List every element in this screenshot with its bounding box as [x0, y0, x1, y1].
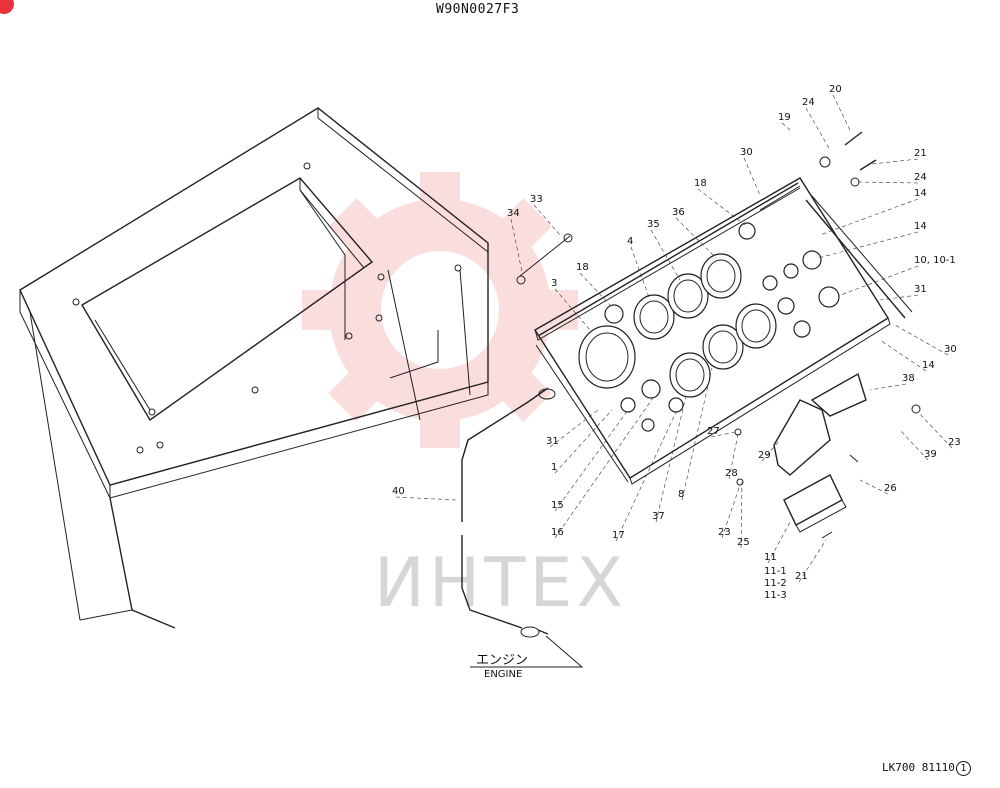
- callout-23a: 23: [948, 437, 961, 448]
- callout-33: 33: [530, 194, 543, 205]
- callout-19: 19: [778, 112, 791, 123]
- leader-line-35: [650, 229, 681, 281]
- leader-line-3: [554, 288, 591, 331]
- callout-35: 35: [647, 219, 660, 230]
- callout-18b: 18: [576, 262, 589, 273]
- callout-40: 40: [392, 486, 405, 497]
- speedometer-gauge: [578, 325, 636, 389]
- callout-37: 37: [652, 511, 665, 522]
- leader-line-14b: [817, 231, 919, 259]
- callout-14b: 14: [914, 221, 927, 232]
- callout-20: 20: [829, 84, 842, 95]
- sheet-number: 1: [955, 761, 971, 776]
- callout-11: 11: [764, 552, 777, 563]
- callout-21a: 21: [914, 148, 927, 159]
- leader-line-4: [630, 246, 651, 301]
- callout-25: 25: [737, 537, 750, 548]
- callout-1: 1: [551, 462, 557, 473]
- leader-line-28: [728, 433, 739, 480]
- leader-line-19: [781, 122, 791, 131]
- callout-17: 17: [612, 530, 625, 541]
- leader-line-18a: [697, 188, 746, 226]
- engine-note: エンジン ENGINE: [470, 635, 584, 680]
- callout-18a: 18: [694, 178, 707, 189]
- gauge-cluster: [578, 222, 840, 432]
- leader-line-14c: [879, 339, 927, 372]
- leader-line-21b: [798, 539, 827, 583]
- cab-frame: [19, 107, 489, 629]
- callout-27: 27: [707, 426, 720, 437]
- watermark-gear-icon: [302, 172, 578, 448]
- leader-line-24a: [805, 107, 831, 151]
- leader-line-8: [681, 367, 713, 501]
- callout-8: 8: [678, 489, 684, 500]
- callout-4: 4: [627, 236, 633, 247]
- callout-38: 38: [902, 373, 915, 384]
- document-code: W90N0027F3: [436, 2, 520, 17]
- instrument-panel: [534, 177, 913, 485]
- leader-line-16: [554, 394, 656, 539]
- callout-14c: 14: [922, 360, 935, 371]
- callout-39: 39: [924, 449, 937, 460]
- leader-line-26: [859, 479, 889, 495]
- leader-lines: [395, 94, 953, 583]
- leader-line-24b: [857, 181, 919, 184]
- callout-34: 34: [507, 208, 520, 219]
- leader-line-37: [655, 395, 687, 523]
- callout-36: 36: [672, 207, 685, 218]
- callout-31a: 31: [914, 284, 927, 295]
- leader-line-17: [615, 411, 677, 542]
- callout-11-1: 11-1: [764, 566, 787, 577]
- leader-line-23a: [917, 411, 953, 449]
- callout-24a: 24: [802, 97, 815, 108]
- callout-21b: 21: [795, 571, 808, 582]
- callout-23b: 23: [718, 527, 731, 538]
- callout-14a: 14: [914, 188, 927, 199]
- leader-line-10: [837, 265, 919, 297]
- callout-3: 3: [551, 278, 557, 289]
- leader-line-23b: [721, 484, 741, 539]
- engine-label-jp: エンジン: [476, 653, 528, 668]
- callout-30b: 30: [944, 344, 957, 355]
- leader-line-30b: [894, 324, 949, 356]
- callout-16: 16: [551, 527, 564, 538]
- watermark-text: ИНТЕХ: [374, 544, 627, 623]
- leader-line-29: [761, 439, 781, 462]
- callout-29: 29: [758, 450, 771, 461]
- leader-line-30a: [743, 157, 761, 196]
- callout-15: 15: [551, 500, 564, 511]
- leader-line-20: [832, 94, 851, 131]
- drawing-reference: LK700 81110: [882, 761, 955, 774]
- tachometer-cable: [461, 233, 573, 638]
- callout-30a: 30: [740, 147, 753, 158]
- corner-badge-icon: [0, 0, 14, 14]
- callout-28: 28: [725, 468, 738, 479]
- leader-line-40: [395, 496, 457, 501]
- leader-line-36: [675, 217, 717, 259]
- leader-line-18b: [579, 272, 611, 306]
- leader-line-38: [869, 383, 907, 391]
- callout-11-2: 11-2: [764, 578, 787, 589]
- callout-24b: 24: [914, 172, 927, 183]
- engine-label-en: ENGINE: [484, 669, 522, 680]
- callout-10: 10, 10-1: [914, 255, 956, 266]
- leader-line-31b: [549, 409, 599, 448]
- callout-11-3: 11-3: [764, 590, 787, 601]
- leader-line-1: [554, 409, 613, 474]
- leader-line-21a: [871, 158, 919, 165]
- leader-line-11: [767, 521, 791, 564]
- leader-line-34: [510, 218, 523, 273]
- callout-26: 26: [884, 483, 897, 494]
- callout-31b: 31: [546, 436, 559, 447]
- leader-line-31a: [879, 294, 919, 301]
- leader-line-14a: [819, 198, 919, 236]
